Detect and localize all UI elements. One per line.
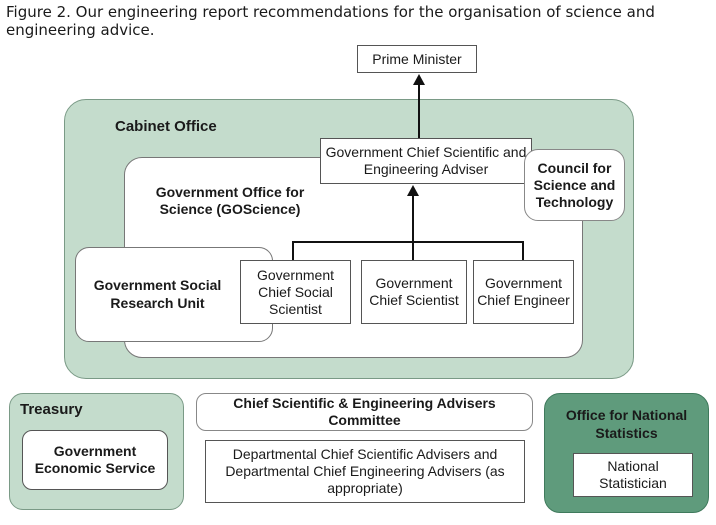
connector-engineer (522, 241, 524, 260)
goscience-label: Government Office for Science (GOScience… (155, 184, 305, 217)
cabinet-office-label: Cabinet Office (115, 118, 217, 135)
gsru-label: Government Social Research Unit (93, 277, 222, 311)
connector-horizontal (292, 241, 524, 243)
prime-minister-box: Prime Minister (357, 45, 477, 73)
connector-chiefs-gcsa (412, 195, 414, 241)
ges-box: Government Economic Service (22, 430, 168, 490)
connector-gcsa-pm (418, 84, 420, 138)
csec-box: Chief Scientific & Engineering Advisers … (196, 393, 533, 431)
connector-social-scientist (292, 241, 294, 260)
treasury-label: Treasury (20, 401, 83, 418)
chief-engineer-box: Government Chief Engineer (473, 260, 574, 324)
connector-scientist (412, 241, 414, 260)
gcsa-box: Government Chief Scientific and Engineer… (320, 138, 532, 184)
figure-caption: Figure 2. Our engineering report recomme… (6, 3, 655, 39)
chief-social-scientist-box: Government Chief Social Scientist (240, 260, 351, 324)
chief-scientist-box: Government Chief Scientist (361, 260, 467, 324)
departmental-advisers-box: Departmental Chief Scientific Advisers a… (205, 440, 525, 503)
national-statistician-box: National Statistician (573, 453, 693, 497)
arrowhead-gcsa (407, 185, 419, 196)
ons-label: Office for National Statistics (565, 407, 688, 441)
arrowhead-pm (413, 74, 425, 85)
cst-box: Council for Science and Technology (524, 149, 625, 221)
